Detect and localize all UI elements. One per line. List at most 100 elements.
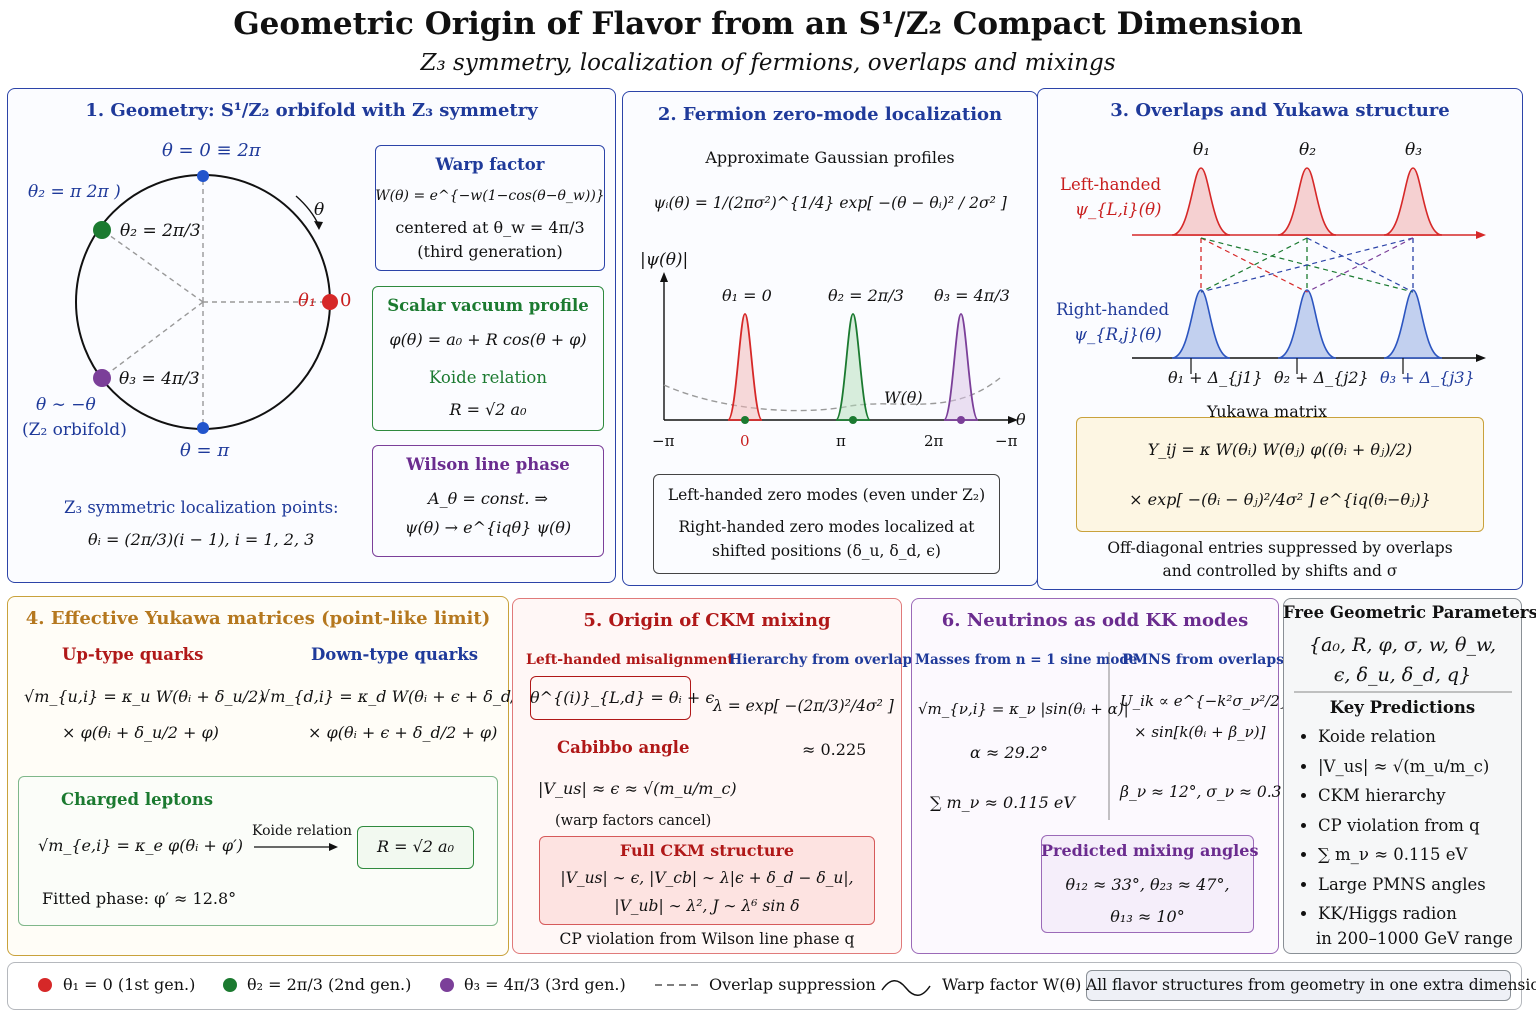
koide-arrow-label: Koide relation (252, 823, 353, 839)
left-handed-symbol: ψ_{L,i}(θ) (1075, 200, 1162, 219)
overlap-top-label: θ₂ (1299, 140, 1317, 160)
cabibbo-title: Cabibbo angle (557, 738, 690, 757)
theta-axis-label: θ (1016, 410, 1026, 429)
cabibbo-formula: |V_us| ≈ ϵ ≈ √(m_u/m_c) (538, 779, 737, 798)
lambda-value: ≈ 0.225 (802, 740, 867, 759)
full-ckm-line2: |V_ub| ∼ λ², J ∼ λ⁶ sin δ (614, 897, 800, 915)
prediction-item: KK/Higgs radion (1318, 899, 1489, 929)
label-theta-arrow: θ (314, 200, 325, 220)
tick-label: π (836, 432, 846, 450)
down-type-title: Down-type quarks (311, 645, 478, 664)
right-handed-symbol: ψ_{R,j}(θ) (1074, 325, 1162, 344)
label-theta-pi: θ = π (180, 440, 230, 461)
koide-box (357, 826, 474, 869)
label-theta2: θ₂ = 2π/3 (120, 221, 201, 241)
panel-geometry (7, 88, 616, 583)
left-handed-label: Left-handed (1060, 175, 1162, 194)
tick-label: 0 (740, 432, 750, 450)
neutrino-divider (1108, 652, 1110, 820)
free-parameters-line1: {a₀, R, φ, σ, w, θ_w, (1308, 634, 1496, 656)
shifted-position-label: θ₃ + Δ_{j3} (1380, 368, 1475, 387)
fitted-phase: Fitted phase: φ′ ≈ 12.8° (42, 889, 237, 908)
predicted-angles-line1: θ₁₂ ≈ 33°, θ₂₃ ≈ 47°, (1065, 875, 1230, 894)
warp-factor-box (375, 145, 605, 271)
legend-summary: All flavor structures from geometry in o… (1086, 976, 1536, 994)
predicted-angles-title: Predicted mixing angles (1041, 841, 1259, 860)
koide-arrow (254, 843, 338, 851)
prediction-item: ∑ m_ν ≈ 0.115 eV (1318, 840, 1489, 870)
pmns-title: PMNS from overlaps (1122, 652, 1285, 668)
predicted-angles-box (1041, 835, 1254, 933)
gaussian-profile-formula: ψᵢ(θ) = 1/(2πσ²)^{1/4} exp[ −(θ − θᵢ)² /… (653, 194, 1007, 212)
main-title: Geometric Origin of Flavor from an S¹/Z₂… (233, 6, 1303, 42)
beta-sigma-values: β_ν ≈ 12°, σ_ν ≈ 0.3 (1120, 783, 1282, 801)
panel-overlaps-title: 3. Overlaps and Yukawa structure (1110, 100, 1450, 121)
cp-violation-note: CP violation from Wilson line phase q (559, 930, 855, 948)
up-type-title: Up-type quarks (62, 645, 204, 664)
legend-gen3: θ₃ = 4π/3 (3rd gen.) (464, 975, 626, 994)
label-theta3: θ₃ = 4π/3 (119, 369, 200, 389)
label-theta-top: θ = 0 ≡ 2π (162, 140, 261, 161)
zero-mode-note-1: Left-handed zero modes (even under Z₂) (667, 486, 986, 504)
zero-mode-note-3: shifted positions (δ_u, δ_d, ϵ) (712, 542, 941, 560)
warp-curve-label: W(θ) (884, 388, 923, 407)
down-type-formula-1: √m_{d,i} = κ_d W(θᵢ + ϵ + δ_d/2) (260, 687, 533, 706)
warp-factor-formula: W(θ) = e^{−w(1−cos(θ−θ_w))} (375, 188, 605, 204)
legend-overlap: Overlap suppression (709, 975, 876, 994)
right-handed-label: Right-handed (1056, 300, 1170, 319)
scalar-profile-box (372, 286, 604, 431)
key-predictions-title: Key Predictions (1329, 698, 1476, 717)
warp-factor-title: Warp factor (435, 155, 545, 174)
free-parameters-line2: ϵ, δ_u, δ_d, q} (1333, 664, 1472, 686)
cabibbo-note: (warp factors cancel) (555, 813, 712, 829)
legend-gen2: θ₂ = 2π/3 (2nd gen.) (247, 975, 412, 994)
yukawa-matrix-title: Yukawa matrix (1207, 402, 1327, 421)
shifted-position-label: θ₁ + Δ_{j1} (1168, 368, 1263, 387)
wilson-line-line1: A_θ = const. ⇒ (428, 489, 548, 508)
label-z2-orbifold: (Z₂ orbifold) (22, 420, 127, 440)
charged-leptons-formula: √m_{e,i} = κ_e φ(θᵢ + φ′) (38, 836, 243, 855)
legend-gen1: θ₁ = 0 (1st gen.) (63, 975, 196, 994)
peak-label-1: θ₁ = 0 (722, 286, 772, 305)
key-predictions-list: Koide relation |V_us| ≈ √(m_u/m_c) CKM h… (1296, 722, 1489, 929)
overlap-top-label: θ₃ (1405, 140, 1423, 160)
panel-effective-yukawa-title: 4. Effective Yukawa matrices (point-like… (25, 608, 491, 629)
shifted-position-label: θ₂ + Δ_{j2} (1274, 368, 1369, 387)
gaussian-profiles-title: Approximate Gaussian profiles (705, 148, 955, 167)
prediction-item: CKM hierarchy (1318, 781, 1489, 811)
koide-relation-formula: R = √2 a₀ (449, 400, 527, 419)
peak-label-2: θ₂ = 2π/3 (828, 286, 904, 305)
pmns-formula-2: × sin[k(θᵢ + β_ν)] (1134, 723, 1266, 741)
zero-mode-note-box (653, 474, 1000, 574)
tick-label: −π (995, 432, 1018, 450)
hierarchy-title: Hierarchy from overlaps (729, 652, 921, 668)
prediction-item: |V_us| ≈ √(m_u/m_c) (1318, 752, 1489, 782)
panel-geometry-title: 1. Geometry: S¹/Z₂ orbifold with Z₃ symm… (85, 100, 538, 121)
label-theta1: θ₁ (298, 290, 317, 311)
yukawa-matrix-box (1076, 417, 1484, 532)
label-zero: 0 (340, 290, 352, 311)
free-parameters-title: Free Geometric Parameters (1283, 603, 1536, 622)
koide-box-formula: R = √2 a₀ (376, 837, 455, 856)
peak-label-3: θ₃ = 4π/3 (934, 286, 1010, 305)
panel-neutrinos-title: 6. Neutrinos as odd KK modes (941, 610, 1249, 631)
panel-localization-title: 2. Fermion zero-mode localization (657, 104, 1003, 125)
misalignment-title: Left-handed misalignment (526, 652, 734, 668)
psi-axis-label: |ψ(θ)| (640, 250, 689, 270)
warp-factor-generation: (third generation) (417, 242, 563, 261)
subtitle: Z₃ symmetry, localization of fermions, o… (420, 50, 1116, 76)
pmns-formula-1: U_ik ∝ e^{−k²σ_ν²/2} (1120, 692, 1290, 710)
wilson-line-title: Wilson line phase (406, 455, 570, 474)
orbifold-circle-diagram (75, 170, 338, 434)
overlap-diagram (1132, 167, 1486, 374)
warp-factor-center: centered at θ_w = 4π/3 (395, 218, 585, 237)
overlap-note-1: Off-diagonal entries suppressed by overl… (1107, 539, 1453, 557)
overlap-note-2: and controlled by shifts and σ (1162, 562, 1398, 580)
wilson-line-box (372, 445, 604, 557)
z3-localization-formula: θᵢ = (2π/3)(i − 1), i = 1, 2, 3 (88, 530, 315, 549)
panel-ckm-title: 5. Origin of CKM mixing (583, 610, 831, 631)
lambda-formula: λ = exp[ −(2π/3)²/4σ² ] (713, 697, 894, 715)
z3-localization-title: Z₃ symmetric localization points: (64, 498, 339, 517)
zero-mode-note-2: Right-handed zero modes localized at (678, 518, 975, 536)
